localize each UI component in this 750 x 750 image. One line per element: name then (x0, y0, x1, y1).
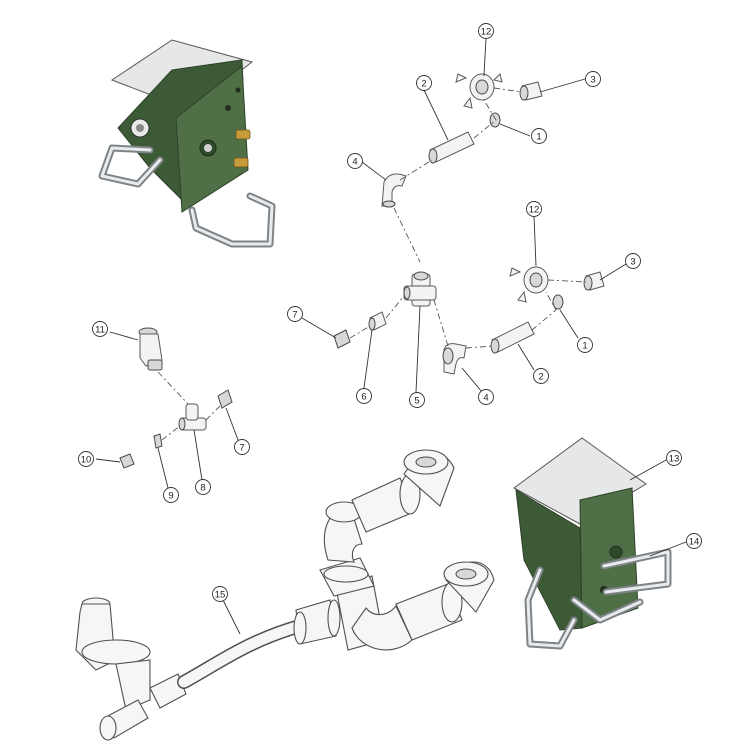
callout-bubbles: 12 3 2 1 4 12 3 7 (78, 23, 702, 602)
svg-text:4: 4 (483, 393, 488, 404)
hose-coupler-part (293, 599, 341, 645)
callout-9: 9 (163, 487, 179, 503)
svg-text:1: 1 (536, 132, 541, 143)
svg-text:12: 12 (529, 205, 540, 216)
svg-text:7: 7 (292, 310, 297, 321)
callout-3: 3 (585, 71, 601, 87)
bushing-part (368, 311, 387, 331)
callout-2: 2 (533, 368, 549, 384)
gasket-part (489, 112, 501, 128)
svg-text:6: 6 (361, 392, 366, 403)
callout-1: 1 (577, 337, 593, 353)
small-fitting-part (153, 433, 163, 449)
callout-15: 15 (212, 586, 228, 602)
callout-3: 3 (625, 253, 641, 269)
callout-14: 14 (686, 533, 702, 549)
valve-body-part (138, 327, 163, 371)
callout-2: 2 (416, 75, 432, 91)
callout-12: 12 (478, 23, 494, 39)
svg-text:15: 15 (215, 590, 226, 601)
manifold-assembly (75, 449, 495, 741)
inlet-coupler-part (99, 673, 187, 741)
svg-text:8: 8 (200, 483, 205, 494)
small-tee-part (178, 403, 207, 431)
callout-8: 8 (195, 479, 211, 495)
cap-plug-part (119, 453, 135, 469)
leader-lines (95, 37, 687, 635)
svg-text:4: 4 (352, 157, 357, 168)
callout-10: 10 (78, 451, 94, 467)
callout-4: 4 (347, 153, 363, 169)
svg-text:3: 3 (590, 75, 595, 86)
callout-5: 5 (409, 392, 425, 408)
gauge-valve-group (119, 327, 233, 469)
svg-text:7: 7 (239, 443, 244, 454)
svg-text:5: 5 (414, 396, 419, 407)
callout-4: 4 (478, 389, 494, 405)
callout-13: 13 (666, 450, 682, 466)
upper-elbow-pipe (323, 449, 455, 563)
dust-cap-part-2 (583, 271, 605, 291)
svg-text:11: 11 (95, 325, 105, 336)
svg-text:9: 9 (168, 491, 173, 502)
callout-12: 12 (526, 201, 542, 217)
tee-fitting-part (403, 271, 437, 307)
svg-text:2: 2 (538, 372, 543, 383)
pipe-nipple-part (428, 131, 475, 164)
elbow-fitting-part (381, 173, 407, 208)
camlock-coupler-part (455, 73, 503, 109)
housing-assembly-bottom-right (513, 437, 672, 650)
camlock-coupler-part-2 (509, 266, 549, 303)
callout-6: 6 (356, 388, 372, 404)
svg-text:2: 2 (421, 79, 426, 90)
upper-valve-group (381, 73, 543, 263)
svg-text:10: 10 (81, 455, 92, 466)
dust-cap-part (519, 81, 543, 101)
elbow-fitting-part-2 (442, 343, 467, 375)
callout-1: 1 (531, 128, 547, 144)
svg-text:3: 3 (630, 257, 635, 268)
svg-text:12: 12 (481, 27, 492, 38)
strainer-bowl-part (75, 597, 151, 711)
svg-text:1: 1 (582, 341, 587, 352)
callout-11: 11 (92, 321, 108, 337)
plug-part (333, 329, 351, 349)
svg-text:13: 13 (669, 454, 680, 465)
tee-valve-group (333, 266, 605, 375)
pipe-nipple-part-2 (490, 321, 535, 354)
small-plug-part (217, 389, 233, 409)
lower-elbow-pipe (351, 561, 495, 651)
callout-7: 7 (234, 439, 250, 455)
housing-assembly-top-left (98, 39, 276, 248)
svg-text:14: 14 (689, 537, 700, 548)
callout-7: 7 (287, 306, 303, 322)
gasket-part-2 (552, 294, 564, 310)
